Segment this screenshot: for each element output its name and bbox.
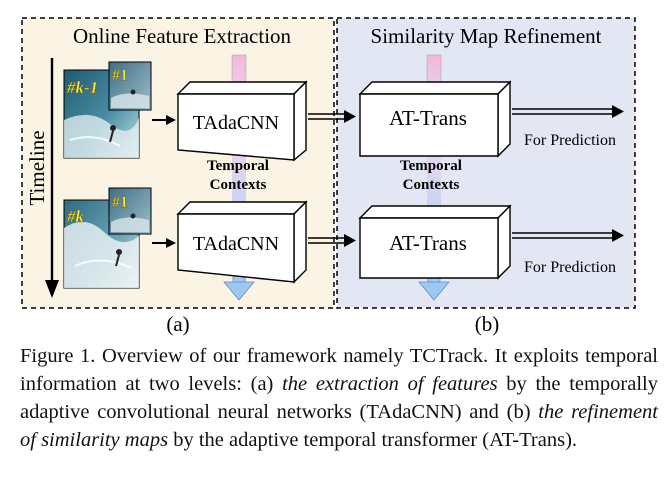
output-arrow-1: [512, 105, 624, 118]
tada-block-2: [176, 200, 308, 284]
panel-b-title: Similarity Map Refinement: [371, 24, 602, 48]
figure-caption: Figure 1. Overview of our framework name…: [20, 342, 658, 454]
attrans-block-1: [358, 80, 512, 158]
tada-label-1: TAdaCNN: [193, 112, 279, 134]
double-arrow-1: [308, 110, 356, 123]
left-temporal-label-line2: Contexts: [210, 177, 267, 193]
left-temporal-label-line1: Temporal: [207, 158, 269, 174]
for-prediction-label-2: For Prediction: [524, 259, 616, 276]
frame-k-label: #k: [66, 207, 85, 226]
timeline-axis: [45, 58, 59, 298]
attrans-block-2: [358, 204, 512, 280]
arrow-frame2-to-tada: [152, 238, 176, 248]
subfigure-b-label: (b): [475, 312, 500, 336]
right-temporal-label-line2: Contexts: [403, 177, 460, 193]
tada-label-2: TAdaCNN: [193, 233, 279, 255]
caption-text-1: Figure 1. Overview of our framework name…: [20, 345, 658, 395]
timeline-label: Timeline: [25, 130, 49, 205]
framework-figure: Online Feature Extraction Similarity Map…: [21, 17, 636, 336]
frame-k-1-label: #k-1: [66, 78, 98, 97]
caption-text-2: by the temporally adaptive convolutional…: [20, 373, 659, 423]
subfigure-a-label: (a): [166, 312, 189, 336]
output-arrow-2: [512, 229, 624, 242]
caption-emphasis-1: the extraction of features: [282, 373, 498, 395]
for-prediction-label-1: For Prediction: [524, 132, 616, 149]
caption-emphasis-2: the refinement of similarity maps: [20, 401, 658, 451]
double-arrow-2: [308, 234, 356, 247]
template-frame-2-image: [108, 187, 152, 235]
panel-a-title: Online Feature Extraction: [73, 24, 292, 48]
attrans-label-1: AT-Trans: [389, 106, 467, 130]
template-frame-1-image: [108, 61, 152, 111]
template-frame-2-label: #1: [112, 194, 128, 211]
arrow-frame1-to-tada: [152, 115, 176, 125]
right-temporal-label-line1: Temporal: [400, 158, 462, 174]
template-frame-1-label: #1: [112, 67, 128, 84]
caption-text-3: by the adaptive temporal transformer (AT…: [168, 429, 578, 451]
tada-block-1: [176, 80, 308, 162]
attrans-label-2: AT-Trans: [389, 231, 467, 255]
